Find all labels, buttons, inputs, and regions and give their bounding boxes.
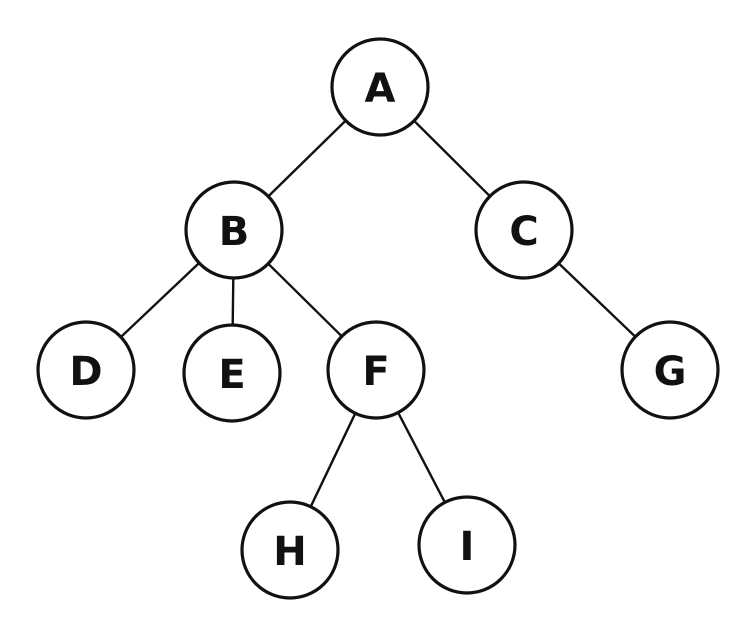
node-a: A: [330, 37, 430, 137]
node-label-e: E: [218, 352, 245, 398]
node-label-a: A: [365, 66, 396, 112]
node-circle-i: [417, 495, 517, 595]
node-circle-h: [240, 500, 340, 600]
node-circle-e: [182, 323, 282, 423]
node-f: F: [326, 320, 426, 420]
node-g: G: [620, 320, 720, 420]
node-label-g: G: [654, 349, 687, 395]
nodes-layer: A B C D E F G H I: [36, 37, 720, 600]
node-h: H: [240, 500, 340, 600]
node-circle-c: [474, 180, 574, 280]
edge-a-c: [412, 119, 492, 198]
node-i: I: [417, 495, 517, 595]
node-b: B: [184, 180, 284, 280]
edges-layer: [119, 119, 637, 508]
node-label-c: C: [509, 209, 538, 255]
node-label-i: I: [460, 524, 475, 570]
node-label-d: D: [69, 349, 102, 395]
edge-c-g: [557, 262, 637, 338]
node-label-f: F: [362, 349, 389, 395]
node-circle-d: [36, 320, 136, 420]
edge-f-i: [396, 411, 447, 504]
node-label-b: B: [219, 209, 250, 255]
node-circle-b: [184, 180, 284, 280]
node-circle-g: [620, 320, 720, 420]
edge-a-b: [267, 119, 347, 198]
node-circle-f: [326, 320, 426, 420]
edge-b-e: [231, 276, 235, 327]
edge-b-d: [119, 261, 201, 339]
edge-b-f: [267, 262, 343, 338]
node-label-h: H: [273, 529, 306, 575]
node-c: C: [474, 180, 574, 280]
node-e: E: [182, 323, 282, 423]
node-d: D: [36, 320, 136, 420]
edge-f-h: [309, 412, 357, 508]
node-circle-a: [330, 37, 430, 137]
